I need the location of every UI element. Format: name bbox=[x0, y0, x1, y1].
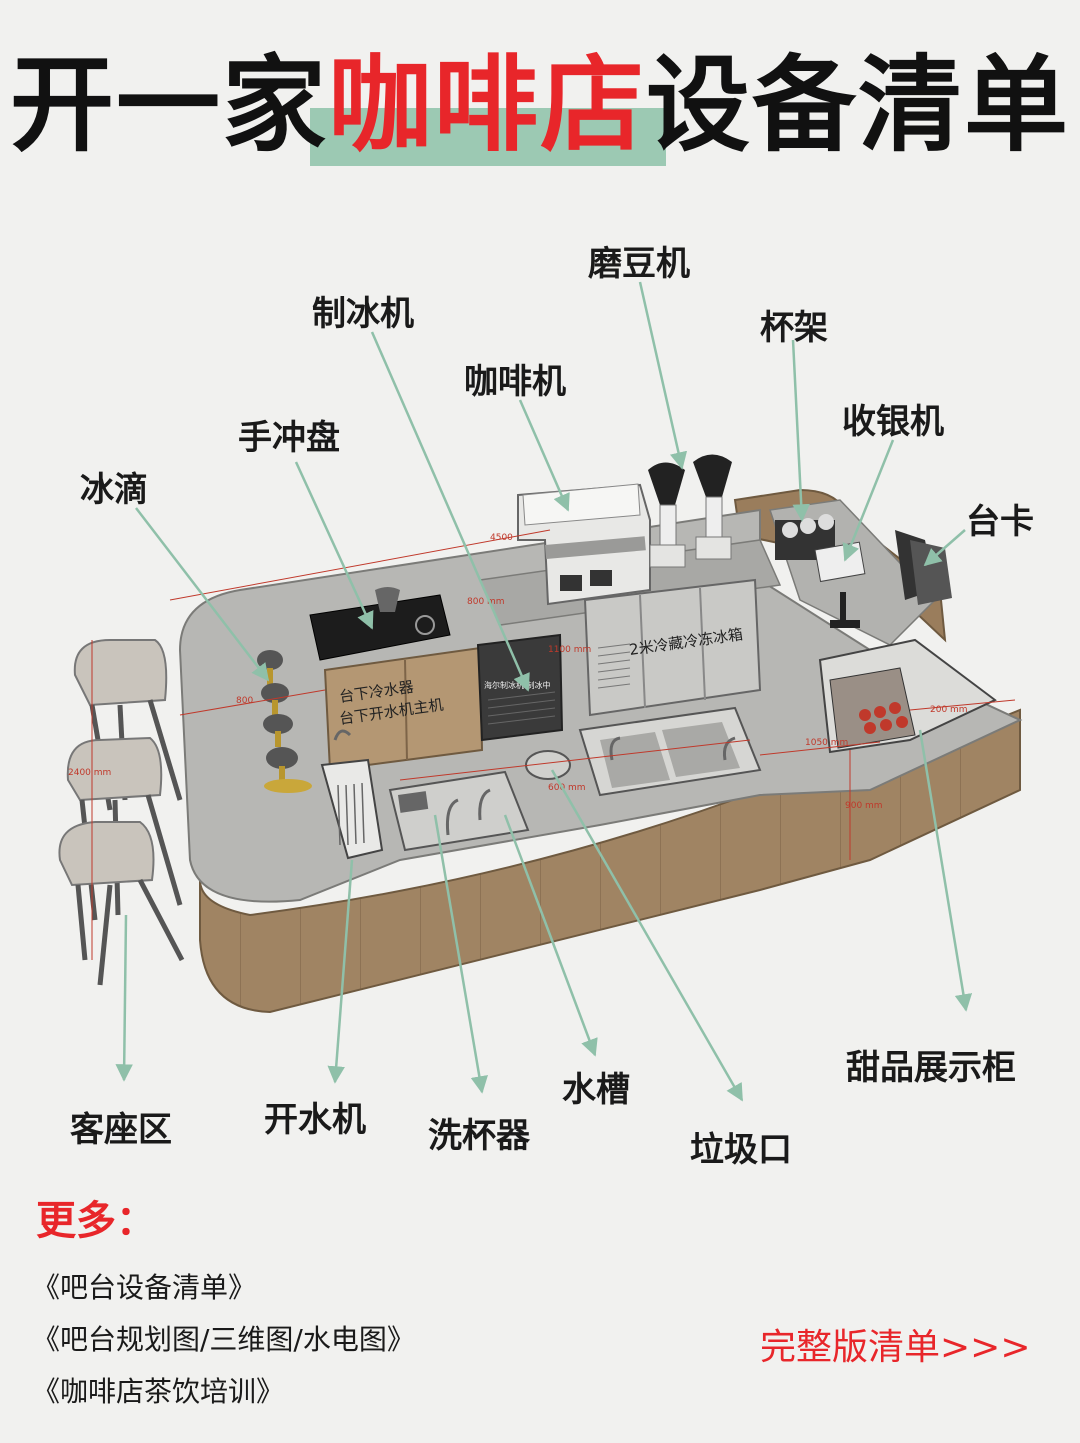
page-title: 开一家咖啡店设备清单 bbox=[0, 40, 1080, 170]
label-table-card: 台卡 bbox=[966, 502, 1034, 542]
svg-text:600 mm: 600 mm bbox=[548, 783, 586, 793]
label-sink: 水槽 bbox=[562, 1070, 630, 1110]
svg-text:200 mm: 200 mm bbox=[930, 705, 968, 715]
title-highlight bbox=[310, 108, 666, 166]
ice-machine-panel: 海尔制冰机 制冰中 bbox=[484, 680, 551, 690]
more-item-1[interactable]: 《吧台设备清单》 bbox=[32, 1271, 257, 1304]
svg-text:900 mm: 900 mm bbox=[845, 801, 883, 811]
label-cashier: 收银机 bbox=[842, 402, 944, 442]
svg-text:800 mm: 800 mm bbox=[467, 597, 505, 607]
more-item-2[interactable]: 《吧台规划图/三维图/水电图》 bbox=[32, 1323, 415, 1356]
label-pour-over-tray: 手冲盘 bbox=[238, 418, 340, 458]
title-part-1: 开一家 bbox=[9, 44, 328, 166]
bar-stools bbox=[58, 639, 185, 986]
svg-text:2400 mm: 2400 mm bbox=[68, 768, 111, 778]
label-seating: 客座区 bbox=[70, 1110, 172, 1150]
bar-counter-diagram: 2米冷藏冷冻冰箱 台下冷水器 台下开水机主机 海尔制冰机 制冰中 bbox=[58, 244, 1034, 1170]
label-cup-washer: 洗杯器 bbox=[428, 1116, 530, 1156]
more-heading: 更多： bbox=[36, 1198, 156, 1244]
full-list-link[interactable]: 完整版清单>>> bbox=[760, 1327, 1031, 1368]
fridge-vent bbox=[597, 643, 631, 689]
svg-text:800: 800 bbox=[236, 696, 253, 706]
label-coffee-machine: 咖啡机 bbox=[464, 362, 566, 402]
title-part-2: 咖啡店 bbox=[327, 44, 646, 166]
svg-text:1100 mm: 1100 mm bbox=[548, 645, 591, 655]
title-part-3: 设备清单 bbox=[646, 44, 1071, 166]
dimension-texts: 4500 800 mm 800 2400 mm 600 mm 900 mm 20… bbox=[68, 533, 968, 811]
counter-illustration: 2米冷藏冷冻冰箱 台下冷水器 台下开水机主机 海尔制冰机 制冰中 bbox=[58, 281, 1023, 1102]
label-cup-rack: 杯架 bbox=[760, 308, 828, 348]
callout-arrows bbox=[115, 281, 973, 1102]
label-ice-maker: 制冰机 bbox=[312, 294, 414, 334]
trash-port bbox=[525, 750, 571, 780]
grinders bbox=[648, 454, 732, 568]
fridge bbox=[583, 578, 762, 717]
svg-text:4500: 4500 bbox=[490, 533, 513, 543]
under-counter-cabinet bbox=[323, 646, 484, 772]
more-item-3[interactable]: 《咖啡店茶饮培训》 bbox=[32, 1375, 285, 1408]
dimension-lines bbox=[91, 529, 1016, 960]
label-ice-drip: 冰滴 bbox=[80, 470, 148, 510]
ice-drip-towers bbox=[257, 650, 312, 793]
label-trash-port: 垃圾口 bbox=[690, 1130, 792, 1170]
title-block: 开一家咖啡店设备清单 bbox=[0, 0, 1080, 200]
label-dessert-case: 甜品展示柜 bbox=[846, 1048, 1016, 1088]
label-grinder: 磨豆机 bbox=[588, 244, 690, 284]
svg-text:1050 mm: 1050 mm bbox=[805, 738, 848, 748]
label-water-boiler: 开水机 bbox=[264, 1100, 366, 1140]
